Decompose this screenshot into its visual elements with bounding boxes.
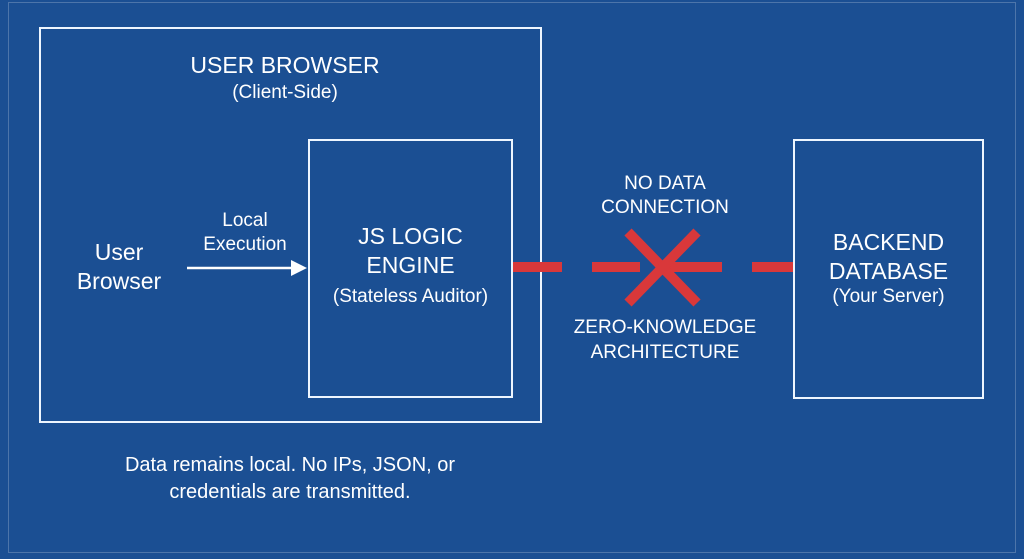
local-execution-arrow xyxy=(187,260,307,276)
x-mark-icon xyxy=(624,228,701,307)
client-side-boundary xyxy=(39,27,542,423)
user-browser-label-line1: User xyxy=(94,239,144,265)
local-execution-label: Local Execution xyxy=(185,209,305,257)
footnote: Data remains local. No IPs, JSON, or cre… xyxy=(80,452,500,505)
arrow-head-icon xyxy=(291,260,307,276)
js-logic-engine-box xyxy=(308,139,513,398)
local-execution-line1: Local xyxy=(222,210,268,231)
backend-database-box xyxy=(793,139,984,399)
no-data-line2: CONNECTION xyxy=(601,197,729,219)
footnote-line1: Data remains local. No IPs, JSON, or xyxy=(124,454,456,476)
user-browser-label-line2: Browser xyxy=(76,267,162,294)
no-data-line1: NO DATA xyxy=(624,173,706,194)
local-execution-line2: Execution xyxy=(203,234,287,256)
client-side-subtitle: (Client-Side) xyxy=(232,82,338,103)
zero-knowledge-line1: ZERO-KNOWLEDGE xyxy=(573,317,757,338)
engine-title-line1: JS LOGIC xyxy=(358,223,463,249)
backend-database-title: BACKEND DATABASE xyxy=(793,228,984,286)
footnote-line2: credentials are transmitted. xyxy=(169,480,411,503)
canvas-frame xyxy=(8,2,1016,553)
zero-knowledge-label: ZERO-KNOWLEDGE ARCHITECTURE xyxy=(545,316,785,365)
backend-database-subtitle: (Your Server) xyxy=(832,286,945,307)
js-logic-engine-subtitle: (Stateless Auditor) xyxy=(332,286,489,307)
no-data-connection-label: NO DATA CONNECTION xyxy=(575,172,755,220)
user-browser-node: User Browser xyxy=(60,238,178,296)
js-logic-engine-title: JS LOGIC ENGINE xyxy=(308,222,513,281)
backend-title-line1: BACKEND xyxy=(832,229,945,255)
backend-title-line2: DATABASE xyxy=(828,257,949,284)
engine-title-line2: ENGINE xyxy=(366,252,455,279)
zero-knowledge-line2: ARCHITECTURE xyxy=(590,341,740,363)
client-side-title: USER BROWSER xyxy=(190,52,380,78)
